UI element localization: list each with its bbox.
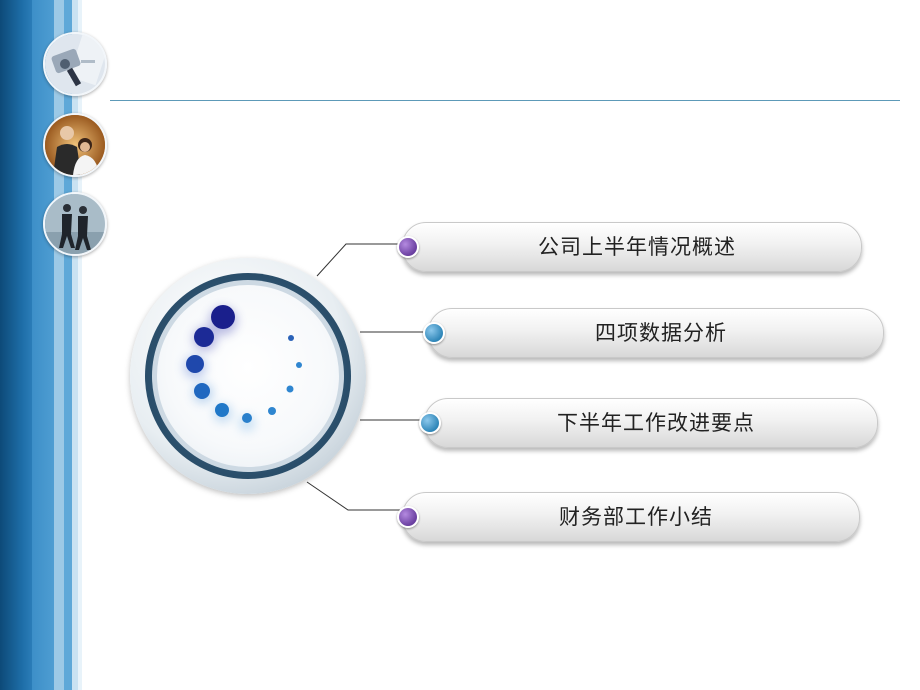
loading-dot-2 [194, 327, 214, 347]
loading-dots-graphic [184, 305, 302, 431]
loading-dot-7 [268, 407, 276, 415]
menu-item-label: 下半年工作改进要点 [557, 411, 755, 435]
menu-item-data-analysis[interactable]: 四项数据分析 [423, 308, 884, 358]
left-stripe-faint [78, 0, 82, 690]
left-stripe-pale [72, 0, 78, 690]
hub-circle-center [157, 285, 339, 467]
menu-item-overview[interactable]: 公司上半年情况概述 [397, 222, 862, 272]
walking-businessmen-photo [43, 192, 107, 256]
menu-item-summary[interactable]: 财务部工作小结 [397, 492, 860, 542]
bullet-dot-icon [423, 322, 445, 344]
loading-dot-6 [242, 413, 252, 423]
header-divider [110, 100, 900, 101]
bullet-dot-icon [397, 506, 419, 528]
left-stripe-light [54, 0, 64, 690]
office-supplies-photo [43, 32, 107, 96]
left-stripe-mid [32, 0, 54, 690]
menu-item-label: 财务部工作小结 [559, 505, 713, 529]
loading-dot-9 [296, 362, 302, 368]
loading-dot-3 [186, 355, 204, 373]
menu-item-improvements[interactable]: 下半年工作改进要点 [419, 398, 878, 448]
loading-dot-10 [288, 335, 294, 341]
loading-dot-8 [286, 385, 294, 393]
left-stripe-blue [64, 0, 72, 690]
business-people-photo [43, 113, 107, 177]
menu-item-label: 公司上半年情况概述 [538, 235, 736, 259]
menu-item-label: 四项数据分析 [595, 321, 727, 345]
connector-line-4 [306, 481, 402, 511]
loading-dot-5 [215, 403, 229, 417]
loading-dot-4 [194, 383, 210, 399]
loading-dot-1 [211, 305, 235, 329]
connector-line-1 [316, 243, 402, 277]
bullet-dot-icon [419, 412, 441, 434]
bullet-dot-icon [397, 236, 419, 258]
left-stripe-dark [0, 0, 32, 690]
